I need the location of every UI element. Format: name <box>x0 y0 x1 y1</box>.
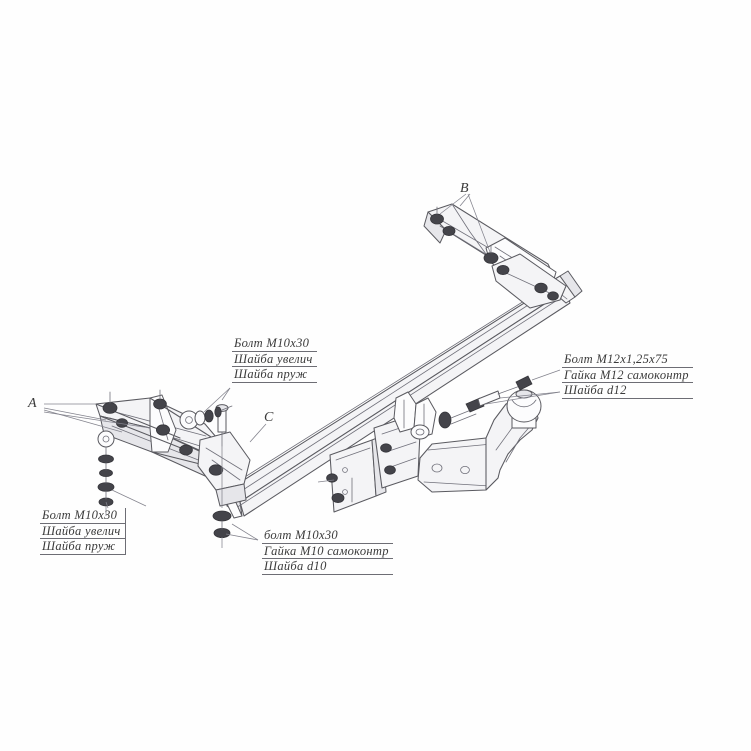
tow-ball-arm <box>417 389 542 493</box>
callout-line: Шайба пруж <box>40 539 125 555</box>
callout-line: Шайба d12 <box>562 383 693 399</box>
callout-line: болт М10х30 <box>262 528 393 544</box>
leader-lines <box>43 193 561 541</box>
callout-top-left: Болт М10х30 Шайба увелич Шайба пруж <box>232 336 317 383</box>
callout-line: Шайба увелич <box>40 524 125 539</box>
callout-line: Болт М10х30 <box>232 336 317 352</box>
callout-line: Шайба d10 <box>262 559 393 575</box>
callout-bottom-left: Болт М10х30 Шайба увелич Шайба пруж <box>40 508 126 555</box>
callout-line: Шайба увелич <box>232 352 317 367</box>
ball-mount-plate <box>326 391 437 513</box>
callout-bottom-center: болт М10х30 Гайка М10 самоконтр Шайба d1… <box>262 528 393 575</box>
callout-line: Гайка М12 самоконтр <box>562 368 693 383</box>
hardware-stack-left <box>97 430 115 516</box>
callout-line: Шайба пруж <box>232 367 317 383</box>
position-tag-b: B <box>460 181 469 196</box>
callout-line: Болт М12х1,25х75 <box>562 352 693 368</box>
position-tag-c: C <box>264 410 274 425</box>
bracket-a-left <box>95 389 251 507</box>
position-tag-a: A <box>28 396 37 411</box>
callout-line: Болт М10х30 <box>40 508 125 524</box>
exploded-washers-row <box>179 405 233 430</box>
callout-line: Гайка М10 самоконтр <box>262 544 393 559</box>
bracket-b-right <box>423 203 567 309</box>
callout-right: Болт М12х1,25х75 Гайка М12 самоконтр Шай… <box>562 352 693 399</box>
